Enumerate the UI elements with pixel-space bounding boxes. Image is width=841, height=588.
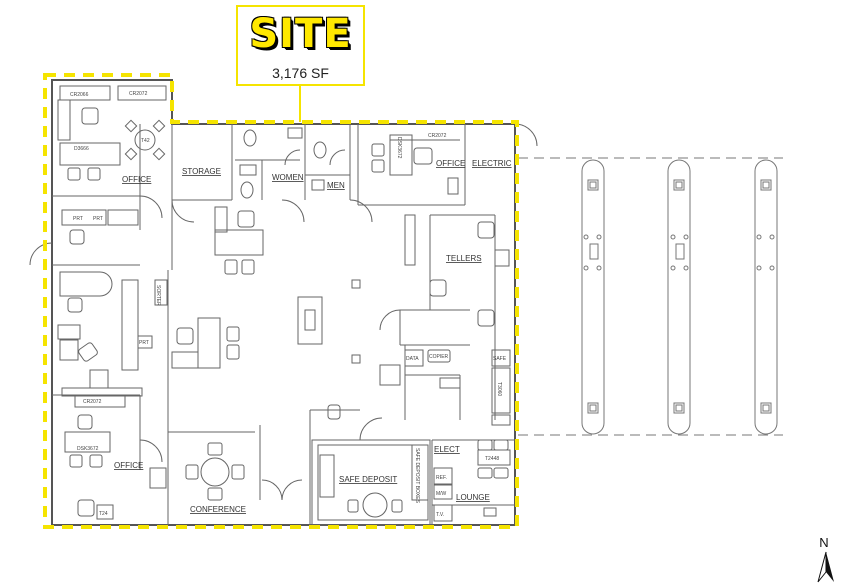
fixture-cr2072-ne: CR2072 bbox=[428, 133, 447, 139]
north-label: N bbox=[819, 535, 829, 550]
fixture-t24: T24 bbox=[99, 511, 108, 517]
fixture-t42: T42 bbox=[141, 138, 150, 144]
room-label-office-sw: OFFICE bbox=[114, 461, 143, 470]
room-label-electric: ELECTRIC bbox=[472, 159, 512, 168]
room-label-safe-deposit: SAFE DEPOSIT bbox=[339, 475, 397, 484]
fixture-data: DATA bbox=[406, 356, 419, 362]
site-title: SITE bbox=[249, 11, 352, 57]
room-label-conference: CONFERENCE bbox=[190, 505, 246, 514]
north-arrow-icon bbox=[817, 551, 834, 583]
room-label-women: WOMEN bbox=[272, 173, 304, 182]
room-label-tellers: TELLERS bbox=[446, 254, 482, 263]
fixture-sorter: SORTER bbox=[155, 285, 161, 306]
fixture-cr2066: CR2066 bbox=[70, 92, 89, 98]
fixture-cr2072-mid: CR2072 bbox=[83, 399, 102, 405]
room-label-elect: ELECT bbox=[434, 445, 460, 454]
fixture-ref: REF. bbox=[436, 475, 447, 481]
fixture-cr2072-top: CR2072 bbox=[129, 91, 148, 97]
fixture-dsk3672-ne: DSK3672 bbox=[396, 137, 402, 159]
fixture-desk-sw: DSK3672 bbox=[77, 446, 99, 452]
fixture-desk-nw: D3666 bbox=[74, 146, 89, 152]
fixture-prt3: PRT bbox=[139, 340, 149, 346]
room-label-storage: STORAGE bbox=[182, 167, 221, 176]
fixture-prt1: PRT bbox=[73, 216, 83, 222]
room-label-office-nw: OFFICE bbox=[122, 175, 151, 184]
fixture-t3060: T3060 bbox=[496, 382, 502, 396]
site-area: 3,176 SF bbox=[272, 65, 329, 81]
fixture-mw: M/W bbox=[436, 491, 447, 497]
fixture-safe-deposit-boxes: SAFE DEPOSIT BOXES bbox=[414, 448, 420, 504]
room-label-office-ne: OFFICE bbox=[436, 159, 465, 168]
room-label-lounge: LOUNGE bbox=[456, 493, 490, 502]
fixture-copier: COPIER bbox=[429, 354, 449, 360]
room-label-men: MEN bbox=[327, 181, 345, 190]
fixture-tv: T.V. bbox=[436, 512, 444, 518]
fixture-safe: SAFE bbox=[493, 356, 507, 362]
fixture-prt2: PRT bbox=[93, 216, 103, 222]
fixture-t2448: T2448 bbox=[485, 456, 499, 462]
site-outline bbox=[43, 73, 519, 529]
site-callout: SITE 3,176 SF bbox=[236, 5, 365, 86]
